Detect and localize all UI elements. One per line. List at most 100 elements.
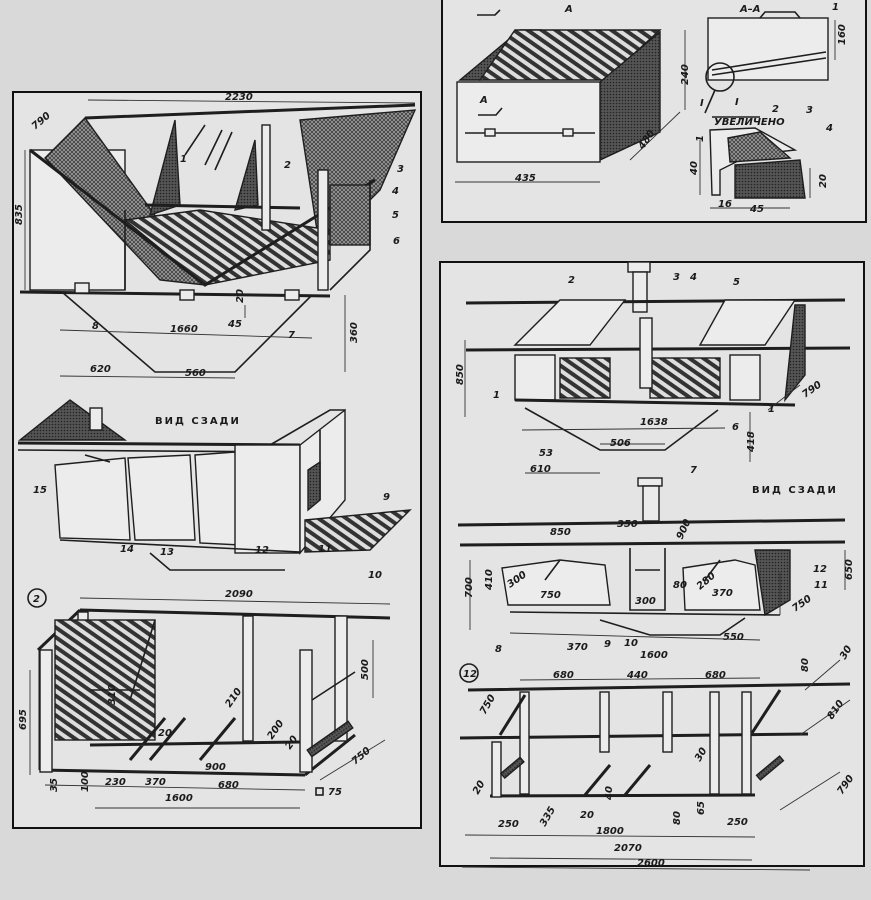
rear-view-title: ВИД СЗАДИ <box>752 485 838 496</box>
callout-number: 2 <box>772 104 779 115</box>
callout-number: 3 <box>806 105 813 116</box>
dimension-label: 40 <box>604 786 615 801</box>
dimension-label: 45 <box>227 319 242 330</box>
nest-box-drawing <box>455 9 836 209</box>
callout-number: 12 <box>255 545 269 556</box>
dimension-label: 20 <box>235 289 246 303</box>
callout-number: 1 <box>832 2 839 13</box>
dimension-label: 620 <box>90 364 111 375</box>
callout-number: 5 <box>733 277 740 288</box>
dimension-label: 250 <box>727 817 748 828</box>
dimension-label: 370 <box>712 588 733 599</box>
dimension-label: 45 <box>749 204 764 215</box>
callout-number: 2 <box>284 160 291 171</box>
dimension-label: 20 <box>580 810 594 821</box>
dimension-label: 610 <box>530 464 551 475</box>
dimension-label: 418 <box>746 431 757 453</box>
dimension-label: 410 <box>484 569 495 591</box>
dimension-label: 680 <box>553 670 574 681</box>
callout-number: 4 <box>391 186 399 197</box>
dimension-label: 360 <box>349 322 360 343</box>
dimension-label: 2070 <box>614 843 642 854</box>
dimension-label: 310 <box>107 684 118 705</box>
dimension-label: 370 <box>145 777 166 788</box>
dimension-label: 20 <box>818 174 829 188</box>
callout-number: 3 <box>673 272 680 283</box>
callout-number: 7 <box>690 465 697 476</box>
figure-2-frame <box>27 588 391 809</box>
callout-number: 3 <box>397 164 404 175</box>
callout-number: 10 <box>624 638 638 649</box>
dimension-label: 435 <box>514 173 536 184</box>
section-marker: А <box>564 4 573 15</box>
callout-number: 10 <box>368 570 382 581</box>
dimension-label: 370 <box>567 642 588 653</box>
dimension-label: 100 <box>80 771 91 792</box>
dimension-label: 2230 <box>225 92 253 103</box>
callout-number: 9 <box>383 492 390 503</box>
callout-number: 13 <box>160 547 174 558</box>
dimension-label: 650 <box>844 559 855 580</box>
dimension-label: 1 <box>695 135 706 142</box>
callout-number: 1 <box>180 154 187 165</box>
callout-number: 15 <box>33 485 47 496</box>
figure-number: 12 <box>463 669 477 680</box>
callout-number: 14 <box>120 544 134 555</box>
callout-number: 5 <box>392 210 399 221</box>
dimension-label: 20 <box>158 728 172 739</box>
detail-subtitle: УВЕЛИЧЕНО <box>714 117 785 128</box>
dimension-label: 80 <box>672 811 683 825</box>
dimension-label: 1800 <box>596 826 624 837</box>
dimension-label: 35 <box>49 778 60 792</box>
dimension-label: 835 <box>14 204 25 225</box>
dimension-label: 75 <box>328 787 342 798</box>
callout-number: 4 <box>825 123 833 134</box>
section-marker: А <box>479 95 488 106</box>
callout-number: 1 <box>768 404 775 415</box>
hutch-front-view <box>19 99 417 379</box>
callout-number: 8 <box>495 644 502 655</box>
dimension-label: 300 <box>635 596 656 607</box>
callout-number: 4 <box>689 272 697 283</box>
dimension-label: 250 <box>498 819 519 830</box>
dimension-label: 440 <box>626 670 648 681</box>
dimension-label: 500 <box>360 659 371 680</box>
dimension-label: 40 <box>689 161 700 176</box>
detail-title: I <box>735 97 739 108</box>
dimension-label: 350 <box>617 519 638 530</box>
dimension-label: 65 <box>696 801 707 815</box>
callout-number: 11 <box>318 544 332 555</box>
section-title: А–А <box>739 4 760 15</box>
dimension-label: 680 <box>218 780 239 791</box>
dimension-label: 230 <box>105 777 126 788</box>
callout-number: 53 <box>539 448 553 459</box>
double-hutch-rear <box>457 477 846 641</box>
dimension-label: 695 <box>18 709 29 730</box>
detail-marker: I <box>700 98 704 109</box>
rear-view-title: ВИД СЗАДИ <box>155 416 241 427</box>
callout-number: 2 <box>568 275 575 286</box>
dimension-label: 700 <box>464 577 475 598</box>
dimension-label: 850 <box>455 364 466 385</box>
dimension-label: 1600 <box>640 650 668 661</box>
callout-number: 8 <box>92 321 99 332</box>
callout-number: 6 <box>393 236 400 247</box>
callout-number: 9 <box>604 639 611 650</box>
dimension-label: 550 <box>723 632 744 643</box>
figure-12-frame <box>459 659 851 871</box>
dimension-label: 2600 <box>637 858 665 869</box>
dimension-label: 750 <box>540 590 561 601</box>
dimension-label: 240 <box>680 64 691 85</box>
dimension-label: 1638 <box>640 417 668 428</box>
callout-number: 1 <box>493 390 500 401</box>
dimension-label: 850 <box>550 527 571 538</box>
figure-number: 2 <box>33 594 40 605</box>
dimension-label: 160 <box>837 24 848 45</box>
dimension-label: 506 <box>610 438 631 449</box>
callout-number: 11 <box>814 580 828 591</box>
dimension-label: 80 <box>673 580 687 591</box>
hutch-rear-view <box>17 399 412 571</box>
dimension-label: 560 <box>185 368 206 379</box>
dimension-label: 2090 <box>225 589 253 600</box>
